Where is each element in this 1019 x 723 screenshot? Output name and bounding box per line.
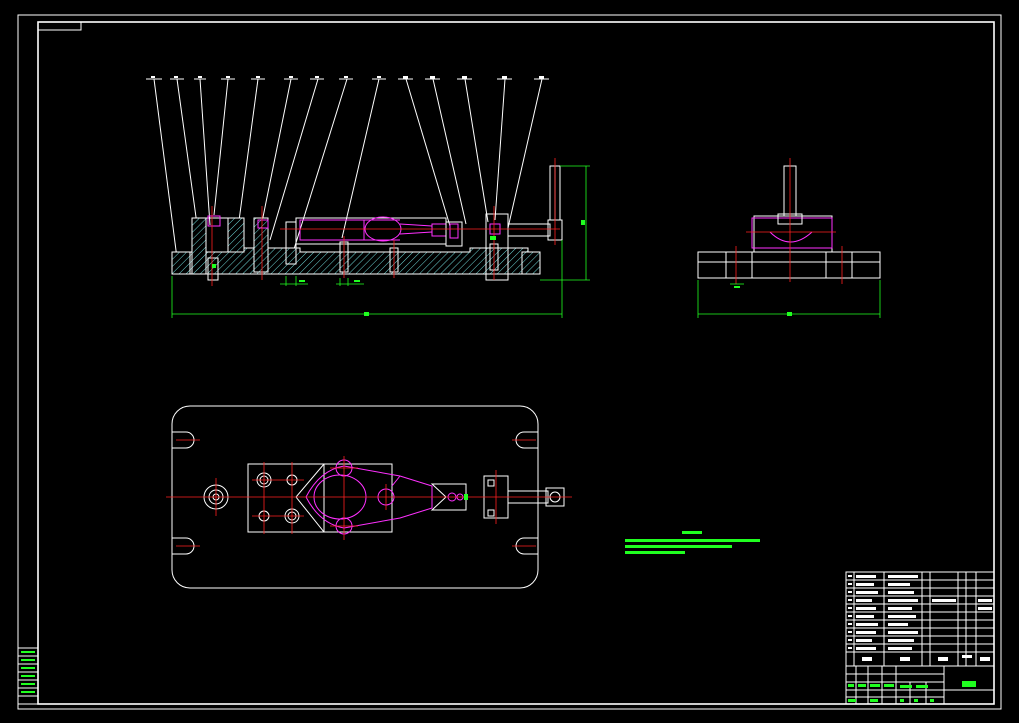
technical-requirements-notes	[625, 531, 760, 554]
title-block	[845, 571, 995, 705]
side-view	[697, 158, 881, 318]
parts-list-entries	[848, 575, 992, 661]
approval-grid	[846, 666, 994, 704]
part-balloon-labels	[146, 76, 549, 80]
top-view	[166, 405, 572, 589]
drawing-title-stamp	[962, 681, 976, 687]
front-section-view	[146, 76, 590, 318]
sheet-border	[17, 14, 1002, 710]
margin-stamp-block	[17, 647, 39, 705]
parts-list-grid	[846, 572, 994, 667]
